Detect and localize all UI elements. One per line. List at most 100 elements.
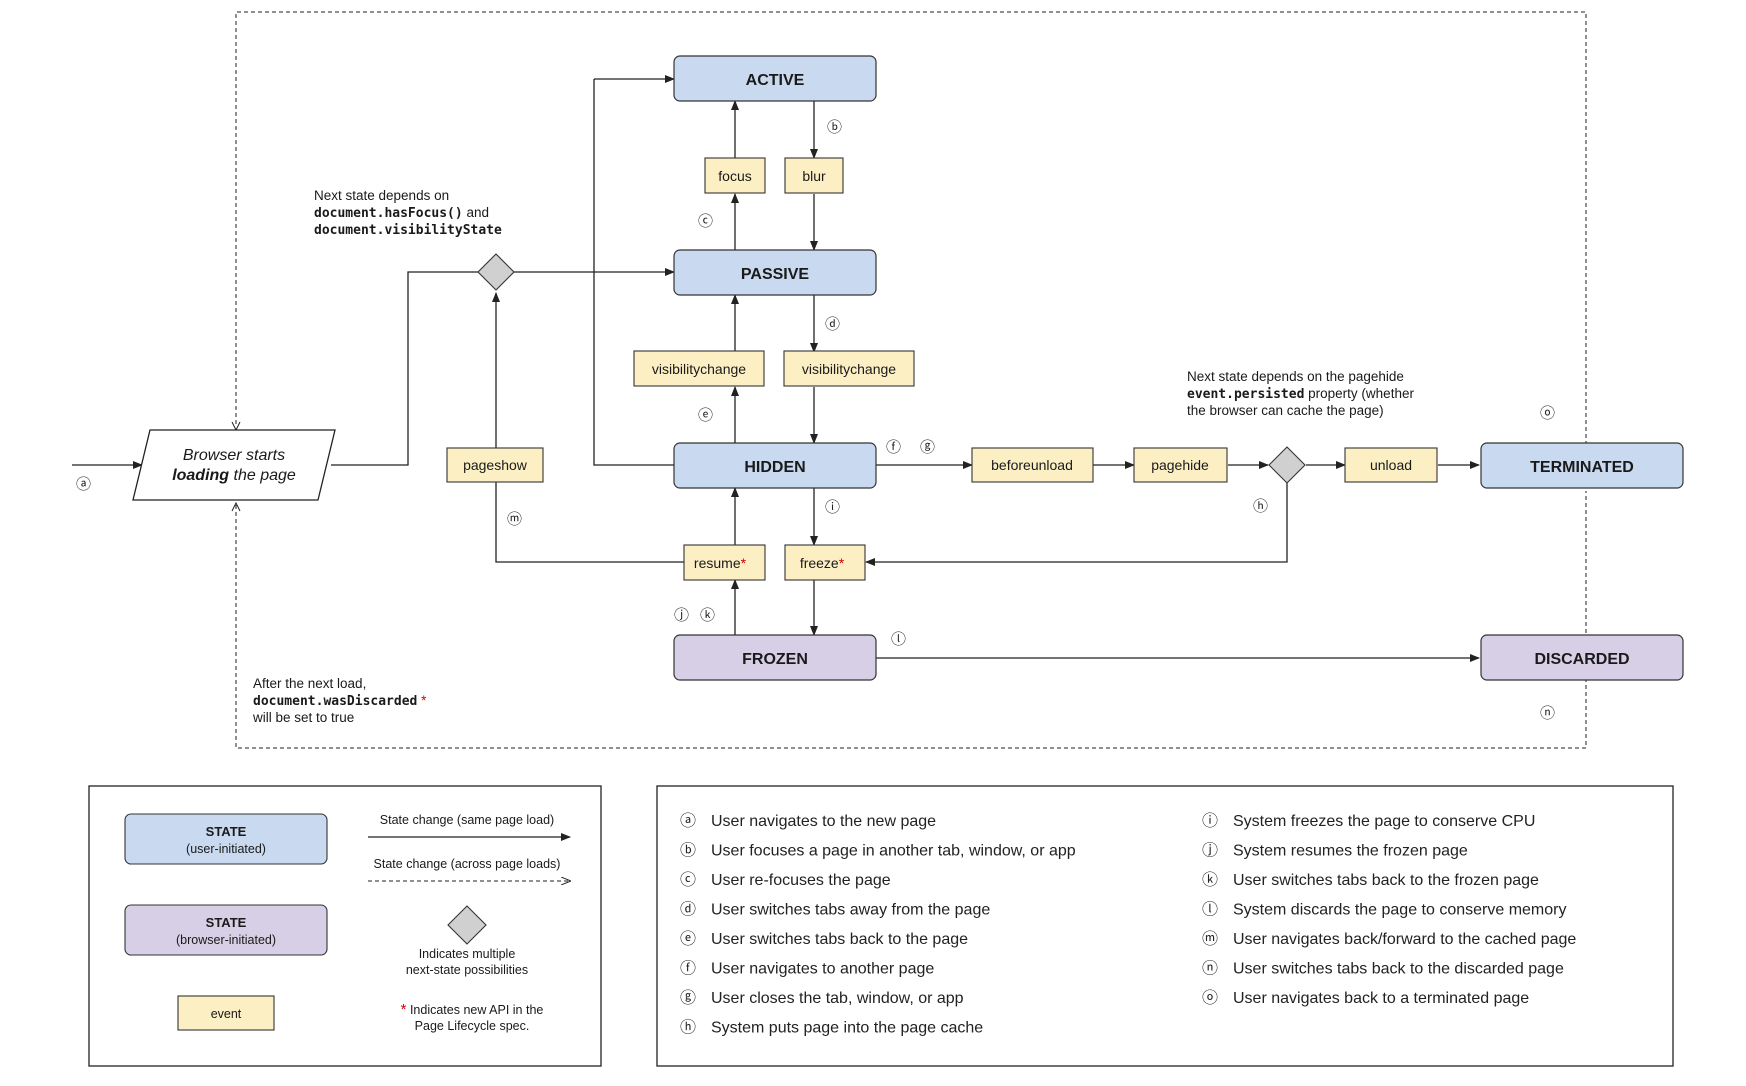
- event-focus: focus: [704, 157, 766, 194]
- legend-state-browser: STATE (browser-initiated): [124, 904, 328, 956]
- event-freeze: freeze*: [784, 544, 866, 581]
- note-discard-line3: will be set to true: [252, 710, 354, 725]
- start-node-line2: loading the page: [172, 467, 296, 484]
- description-panel: ⓐ User navigates to the new page ⓑ User foc…: [656, 785, 1674, 1067]
- description-text: User switches tabs away from the page: [711, 902, 990, 919]
- decision-diamond-focus: [477, 253, 515, 291]
- legend-state-browser-sub: (browser-initiated): [176, 933, 276, 947]
- event-pageshow: pageshow: [446, 447, 544, 483]
- note-discard-line2: document.wasDiscarded *: [253, 693, 427, 709]
- event-label-pageshow: pageshow: [463, 457, 528, 473]
- start-node: Browser starts loading the page: [132, 429, 336, 501]
- marker-m: ⓜ: [507, 511, 522, 528]
- legend-dashed-label: State change (across page loads): [374, 857, 561, 871]
- description-text: System discards the page to conserve mem…: [1233, 902, 1566, 919]
- description-marker: ⓖ: [680, 989, 696, 1007]
- legend-new-api-line2: Page Lifecycle spec.: [415, 1019, 530, 1033]
- event-blur: blur: [784, 157, 844, 194]
- description-text: User navigates back/forward to the cache…: [1233, 931, 1576, 948]
- marker-f: ⓕ: [886, 439, 901, 456]
- legend-state-user-sub: (user-initiated): [186, 842, 266, 856]
- marker-b: ⓑ: [827, 119, 842, 136]
- marker-o: ⓞ: [1540, 405, 1555, 422]
- marker-c: ⓒ: [698, 213, 713, 230]
- description-text: User switches tabs back to the frozen pa…: [1233, 872, 1539, 889]
- dashed-across-load-path: [235, 11, 1587, 749]
- description-text: User closes the tab, window, or app: [711, 990, 964, 1007]
- description-marker: ⓐ: [680, 812, 696, 830]
- state-hidden: HIDDEN: [673, 442, 877, 489]
- note-pagehide-line1: Next state depends on the pagehide: [1187, 369, 1404, 384]
- legend-solid-arrow: State change (same page load): [368, 813, 571, 841]
- marker-g: ⓖ: [920, 439, 935, 456]
- state-frozen: FROZEN: [673, 634, 877, 681]
- marker-d: ⓓ: [825, 316, 840, 333]
- description-marker: ⓞ: [1202, 989, 1218, 1007]
- note-focus-line1: Next state depends on: [314, 188, 449, 203]
- marker-h: ⓗ: [1253, 498, 1268, 515]
- event-label-visibilitychange-down: visibilitychange: [802, 361, 896, 377]
- marker-l: ⓛ: [891, 631, 906, 648]
- note-pagehide-line3: the browser can cache the page): [1187, 403, 1384, 418]
- note-pagehide-line2: event.persisted property (whether: [1187, 386, 1414, 402]
- description-text: User navigates back to a terminated page: [1233, 990, 1529, 1007]
- note-focus-line2: document.hasFocus() and: [314, 205, 489, 221]
- description-text: User navigates to the new page: [711, 813, 936, 830]
- state-label-passive: PASSIVE: [741, 266, 810, 283]
- legend-event-label: event: [211, 1007, 242, 1021]
- description-marker: ⓑ: [680, 842, 696, 860]
- marker-a: ⓐ: [76, 476, 91, 493]
- event-visibilitychange-up: visibilitychange: [633, 350, 765, 387]
- legend-diamond: Indicates multiple next-state possibilit…: [406, 905, 528, 977]
- note-pagehide-persisted: Next state depends on the pagehide event…: [1187, 369, 1414, 418]
- event-label-blur: blur: [802, 168, 826, 184]
- description-text: User switches tabs back to the page: [711, 931, 968, 948]
- event-label-beforeunload: beforeunload: [991, 457, 1073, 473]
- state-terminated: TERMINATED: [1480, 442, 1684, 489]
- dashed-arrowhead-bottom: [231, 501, 241, 512]
- note-discard-line1: After the next load,: [253, 676, 366, 691]
- marker-j: ⓙ: [674, 607, 689, 624]
- event-label-visibilitychange-up: visibilitychange: [652, 361, 746, 377]
- note-focus-state: Next state depends on document.hasFocus(…: [314, 188, 502, 238]
- note-was-discarded: After the next load, document.wasDiscard…: [252, 676, 427, 725]
- description-marker: ⓝ: [1202, 960, 1218, 978]
- description-text: User focuses a page in another tab, wind…: [711, 843, 1076, 860]
- description-text: System resumes the frozen page: [1233, 843, 1468, 860]
- legend-new-api: * Indicates new API in the Page Lifecycl…: [401, 1001, 544, 1033]
- description-list: ⓐ User navigates to the new page ⓑ User foc…: [680, 812, 1576, 1037]
- state-discarded: DISCARDED: [1480, 634, 1684, 681]
- legend-state-user-title: STATE: [206, 824, 247, 839]
- description-marker: ⓙ: [1202, 842, 1218, 860]
- description-marker: ⓓ: [680, 901, 696, 919]
- state-change-arrows: [72, 75, 1480, 662]
- marker-i: ⓘ: [825, 499, 840, 516]
- event-label-unload: unload: [1370, 457, 1412, 473]
- event-label-pagehide: pagehide: [1151, 457, 1209, 473]
- legend-event: event: [177, 995, 275, 1031]
- event-label-freeze: freeze*: [800, 555, 845, 571]
- description-text: User switches tabs back to the discarded…: [1233, 961, 1564, 978]
- state-label-terminated: TERMINATED: [1530, 459, 1634, 476]
- description-marker: ⓜ: [1202, 930, 1218, 948]
- marker-k: ⓚ: [700, 607, 715, 624]
- description-marker: ⓔ: [680, 930, 696, 948]
- description-marker: ⓚ: [1202, 871, 1218, 889]
- legend-diamond-line1: Indicates multiple: [419, 947, 516, 961]
- markers: ⓐ ⓑ ⓒ ⓓ ⓔ ⓕ ⓖ ⓗ ⓘ ⓙ ⓚ ⓛ ⓜ ⓝ ⓞ: [76, 119, 1555, 722]
- state-label-active: ACTIVE: [746, 72, 805, 89]
- start-node-line1: Browser starts: [183, 447, 285, 464]
- description-text: User navigates to another page: [711, 961, 934, 978]
- state-passive: PASSIVE: [673, 249, 877, 296]
- state-label-frozen: FROZEN: [742, 651, 808, 668]
- legend-dashed-arrow: State change (across page loads): [368, 857, 570, 881]
- description-marker: ⓛ: [1202, 901, 1218, 919]
- event-resume: resume*: [683, 544, 766, 581]
- note-focus-line3: document.visibilityState: [314, 223, 502, 238]
- marker-e: ⓔ: [698, 407, 713, 424]
- description-text: User re-focuses the page: [711, 872, 891, 889]
- legend-state-user: STATE (user-initiated): [124, 813, 328, 865]
- legend-diamond-line2: next-state possibilities: [406, 963, 528, 977]
- legend-solid-label: State change (same page load): [380, 813, 554, 827]
- event-pagehide: pagehide: [1133, 447, 1228, 483]
